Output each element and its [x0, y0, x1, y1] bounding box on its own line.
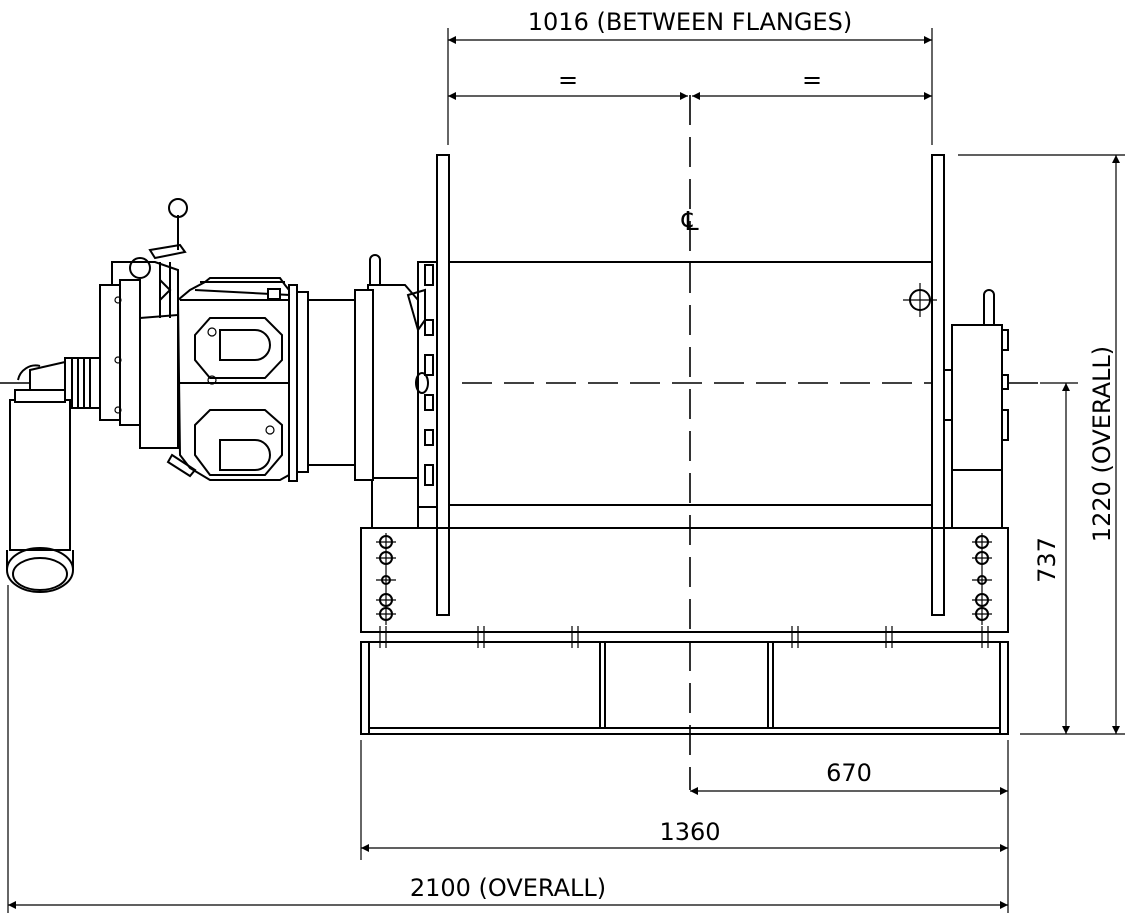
dim-equal-right-label: = — [802, 66, 822, 94]
dimensions: 1016 (BETWEEN FLANGES) = = 1220 (OVERALL… — [7, 8, 1125, 913]
dim-equal-left-label: = — [558, 66, 578, 94]
right-bolt-column — [972, 533, 992, 625]
dim-base-length-label: 1360 — [659, 818, 720, 846]
base-frame — [360, 527, 1009, 735]
dim-centerline-to-end-label: 670 — [826, 759, 872, 787]
right-flange — [931, 154, 945, 616]
rail-bolts — [379, 626, 989, 648]
dim-overall-length-label: 2100 (OVERALL) — [410, 874, 606, 902]
right-bearing-block — [951, 324, 1003, 529]
air-inlet-filter — [6, 357, 101, 593]
dim-centerline-height-label: 737 — [1033, 537, 1061, 583]
filter-canister — [9, 399, 71, 551]
upper-motor-port — [194, 317, 283, 379]
right-bearing-housing — [943, 289, 1009, 529]
dim-overall-height: 1220 (OVERALL) — [1088, 155, 1120, 734]
dim-base-length: 1360 — [361, 818, 1008, 852]
lower-motor-port — [194, 409, 283, 476]
right-lifting-lug — [983, 289, 995, 325]
air-motor — [176, 277, 356, 482]
dim-between-flanges-label: 1016 (BETWEEN FLANGES) — [528, 8, 852, 36]
dim-centerline-height: 737 — [1033, 383, 1070, 734]
drum: ℄ — [436, 154, 945, 616]
base-upper-plate — [360, 527, 1009, 633]
control-valve — [99, 198, 197, 478]
left-bolt-column — [376, 533, 396, 625]
control-handle-knob — [168, 198, 188, 218]
motor-adapter — [307, 299, 356, 466]
left-flange — [436, 154, 450, 616]
dim-overall-length: 2100 (OVERALL) — [8, 874, 1008, 909]
centerline-symbol: ℄ — [678, 207, 701, 237]
dim-centerline-to-end: 670 — [690, 759, 1008, 795]
dim-between-flanges: 1016 (BETWEEN FLANGES) — [448, 8, 932, 44]
dim-equal-halves: = = — [448, 66, 932, 100]
drum-hole-symbol — [903, 283, 937, 317]
left-lifting-lug — [369, 254, 381, 285]
base-skid — [360, 641, 1009, 735]
left-gearbox — [354, 254, 438, 529]
dim-overall-height-label: 1220 (OVERALL) — [1088, 346, 1116, 542]
